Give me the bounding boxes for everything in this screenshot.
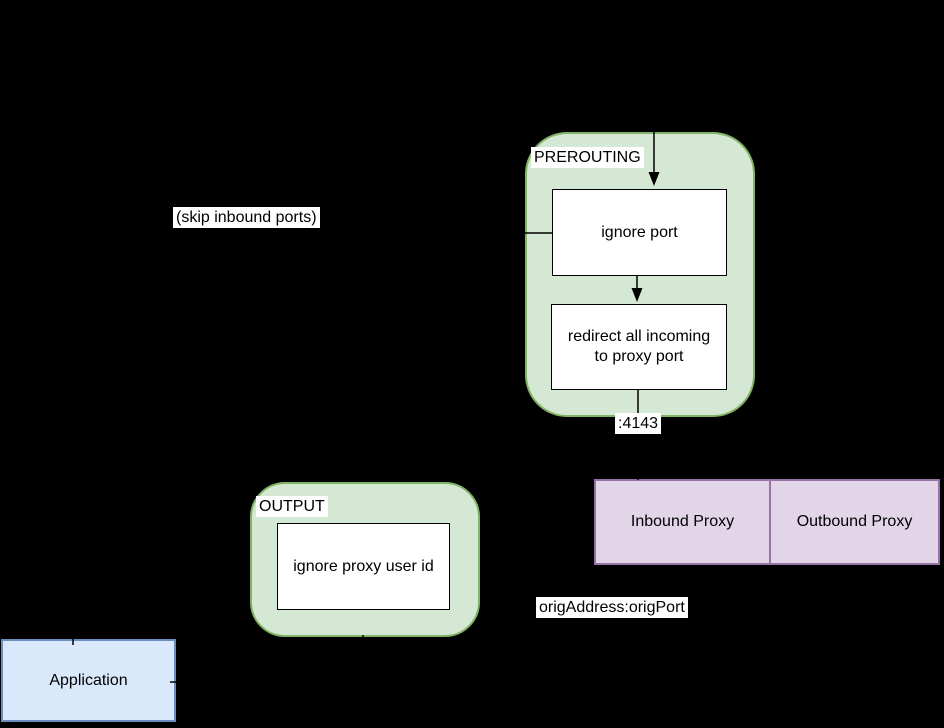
- application-label: Application: [49, 671, 128, 689]
- rule-redirect-incoming: redirect all incoming to proxy port: [551, 304, 727, 390]
- proxy-row: Inbound Proxy Outbound Proxy: [594, 479, 940, 565]
- orig-address-port-edge-label: origAddress:origPort: [536, 597, 688, 618]
- inbound-proxy-label: Inbound Proxy: [630, 513, 735, 530]
- rule-ignore-proxy-user-id: ignore proxy user id: [277, 523, 450, 610]
- rule-ignore-proxy-user-id-label: ignore proxy user id: [293, 557, 434, 575]
- skip-inbound-ports-edge-label: (skip inbound ports): [173, 207, 320, 228]
- rule-ignore-port: ignore port: [552, 189, 727, 276]
- output-chain-label: OUTPUT: [256, 496, 328, 517]
- prerouting-chain-label: PREROUTING: [531, 147, 644, 168]
- proxy-port-edge-label: :4143: [615, 413, 662, 434]
- outbound-proxy-box: Outbound Proxy: [769, 481, 938, 563]
- outbound-proxy-label: Outbound Proxy: [796, 513, 913, 530]
- inbound-proxy-box: Inbound Proxy: [596, 481, 769, 563]
- application-box: Application: [1, 639, 176, 722]
- rule-ignore-port-label: ignore port: [601, 223, 678, 241]
- rule-redirect-incoming-label: redirect all incoming to proxy port: [567, 328, 711, 365]
